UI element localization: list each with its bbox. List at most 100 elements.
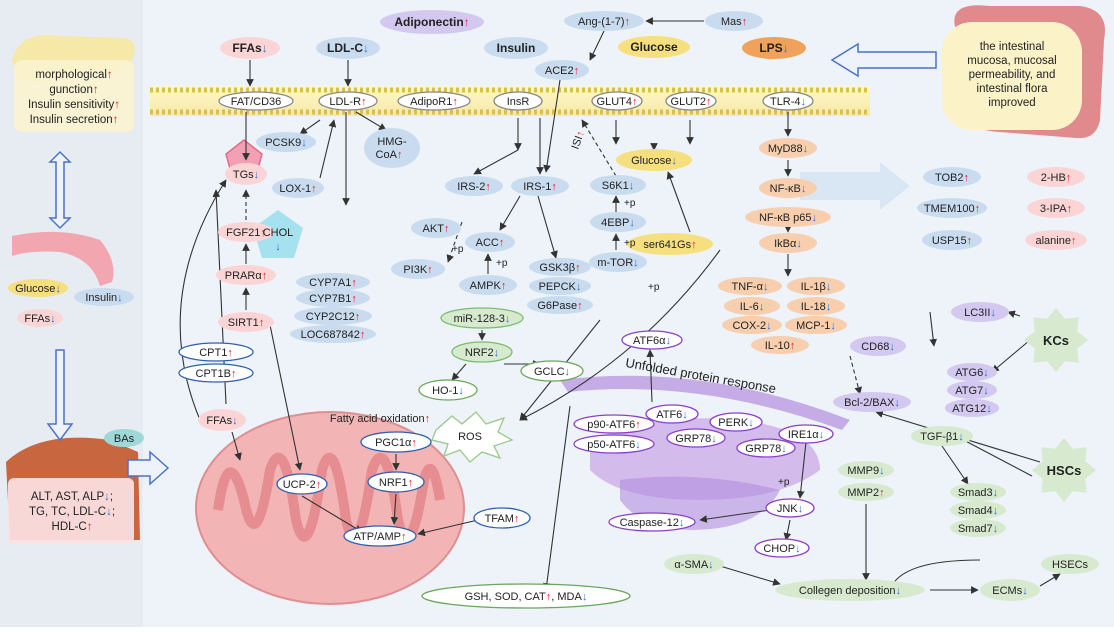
insr-oval <box>493 91 543 111</box>
node-smad3 <box>950 483 1006 501</box>
jnk-text: JNK <box>777 503 798 515</box>
node-mas <box>705 11 763 31</box>
grp78a-oval <box>666 428 726 448</box>
ffas-oval <box>220 37 280 59</box>
pgc1a-oval <box>360 431 432 453</box>
connector-arrow <box>666 171 691 233</box>
bas-text: BAs <box>114 433 135 445</box>
down-arrow: ↓ <box>993 487 999 499</box>
lps-text: LPS <box>759 41 782 55</box>
gut-box <box>942 22 1082 130</box>
node-p90 <box>573 414 655 434</box>
smad4-label: Smad4↓ <box>958 505 998 517</box>
connector-arrow <box>499 195 521 231</box>
asma-text: α-SMA <box>674 559 709 571</box>
down-arrow: ↓ <box>879 465 885 477</box>
gsk3b-oval <box>529 258 591 276</box>
ace2-text: ACE2 <box>545 65 574 77</box>
ace2-oval <box>535 60 589 80</box>
up-arrow: ↑ <box>360 329 366 341</box>
chop-oval <box>754 538 810 558</box>
lps-label: LPS↓ <box>759 41 788 55</box>
node-atf6a <box>621 330 683 350</box>
node-fat-cd36 <box>218 91 294 111</box>
connector-arrow <box>941 445 969 485</box>
phospho-label: +p <box>496 258 508 269</box>
down-arrow: ↓ <box>635 439 641 451</box>
mtor-text: m-TOR <box>597 257 633 269</box>
node-tmem100 <box>917 198 987 218</box>
bcl-label: Bcl-2/BAX↓ <box>844 397 900 409</box>
atg6-text: ATG6 <box>955 367 983 379</box>
down-arrow: ↓ <box>889 341 895 353</box>
connector-arrow <box>796 441 807 499</box>
ho1-oval <box>418 379 478 401</box>
node-layer <box>8 10 1099 609</box>
atf6a-oval <box>621 330 683 350</box>
tgfb-oval <box>911 426 973 446</box>
node-ang <box>564 11 644 31</box>
node-perk <box>709 412 763 432</box>
ldlc-label: LDL-C↓ <box>327 41 369 55</box>
smad7-label: Smad7↓ <box>958 523 998 535</box>
node-tfam <box>473 507 531 529</box>
tmem100-text: TMEM100 <box>924 203 975 215</box>
up-arrow: ↑ <box>514 513 520 525</box>
gclc-label: GCLC↓ <box>534 366 570 378</box>
ros-burst <box>431 411 514 463</box>
il18-text: IL-18 <box>801 301 826 313</box>
ire1a-label: IRE1α↓ <box>788 429 824 441</box>
mir-text: miR-128-3 <box>454 313 505 325</box>
isi-text: ISI <box>570 134 586 151</box>
acc-label: ACC↑ <box>476 237 505 249</box>
node-alanine <box>1025 230 1087 250</box>
tlr4-oval <box>762 91 814 111</box>
grp78a-text: GRP78 <box>675 433 711 445</box>
node-glucose <box>618 36 690 58</box>
node-gsk3b <box>529 258 591 276</box>
updown-arrow <box>48 150 72 230</box>
node-cpt1b <box>178 363 254 383</box>
akt-label: AKT↑ <box>423 223 450 235</box>
down-arrow: ↓ <box>629 217 635 229</box>
myd88-label: MyD88↓ <box>768 143 808 155</box>
myd88-oval <box>759 138 817 158</box>
usp15-oval <box>922 230 982 250</box>
node-nrf2 <box>451 341 513 363</box>
node-mir <box>440 307 524 329</box>
down-arrow: ↓ <box>565 366 571 378</box>
gut-line-4: intestinal flora <box>976 83 1048 95</box>
ppara-label: PRARα↑ <box>225 270 267 282</box>
pi3k-label: PI3K↑ <box>403 264 432 276</box>
loc-text: LOC687842 <box>301 329 360 341</box>
node-cpt1 <box>178 342 254 362</box>
connector-arrow <box>991 339 1031 373</box>
cpt1b-text: CPT1B <box>196 368 231 380</box>
tmem100-oval <box>917 198 987 218</box>
down-arrow: ↓ <box>986 403 992 415</box>
lox1-label: LOX-1↑ <box>279 183 316 195</box>
down-arrow: ↓ <box>819 429 825 441</box>
down-arrow: ↓ <box>254 169 260 181</box>
ldlc-oval <box>316 37 380 59</box>
up-arrow: ↑ <box>975 203 981 215</box>
down-arrow: ↓ <box>106 506 112 518</box>
ikba-oval <box>759 233 817 253</box>
down-arrow: ↓ <box>826 281 832 293</box>
glucose-oval <box>618 36 690 58</box>
p90-oval <box>573 414 655 434</box>
down-arrow: ↓ <box>494 347 500 359</box>
atf6-label: ATF6↓ <box>656 409 688 421</box>
node-jnk <box>765 498 815 518</box>
down-arrow: ↓ <box>505 313 511 325</box>
up-arrow: ↑ <box>444 223 450 235</box>
down-arrow: ↓ <box>633 257 639 269</box>
il1b-label: IL-1β↓ <box>801 281 832 293</box>
mmp9-label: MMP9↓ <box>847 465 884 477</box>
adiponectin-label: Adiponectin↑ <box>394 15 469 29</box>
node-pgc1a <box>360 431 432 453</box>
down-arrow: ↓ <box>262 41 268 55</box>
down-arrow: ↓ <box>679 517 685 529</box>
faox-label: Fatty acid oxidation↑ <box>330 413 430 425</box>
connector-layer <box>179 17 1061 594</box>
